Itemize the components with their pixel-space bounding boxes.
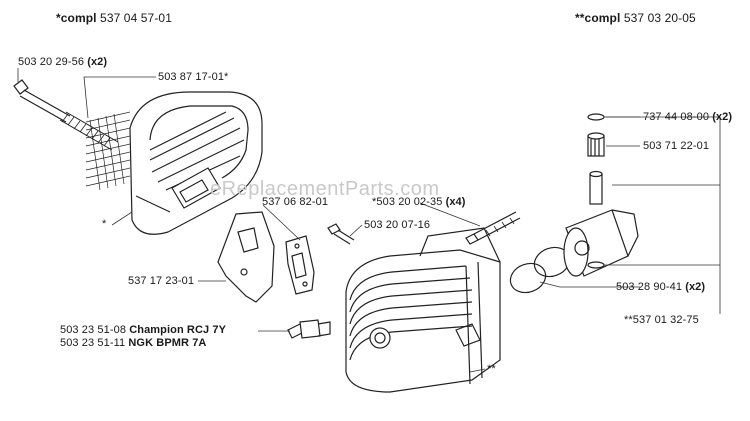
part-number: 503 20 29-56 xyxy=(18,56,85,68)
circlip-top-part xyxy=(587,113,605,121)
part-number: *503 20 02-35 xyxy=(372,196,443,208)
muffler-part xyxy=(129,91,263,235)
part-qty: (x2) xyxy=(87,56,108,68)
label-gasket: 537 06 82-01 xyxy=(262,196,328,209)
part-number: **537 01 32-75 xyxy=(624,314,699,326)
part-number: 503 20 07-16 xyxy=(364,219,431,231)
left-kit-prefix: *compl xyxy=(56,11,97,25)
label-muffler: 503 87 17-01* xyxy=(158,71,228,84)
label-screw-x2: 503 20 29-56 (x2) xyxy=(18,56,107,69)
label-piston-kit: **537 01 32-75 xyxy=(624,314,699,327)
cylinder-part xyxy=(345,227,501,393)
label-muffler-star: * xyxy=(102,218,107,230)
right-kit-prefix: **compl xyxy=(575,11,621,25)
long-screw-part xyxy=(13,79,119,151)
label-screw-x4: *503 20 02-35 (x4) xyxy=(372,196,466,209)
label-cylinder-star: ** xyxy=(487,363,496,375)
heat-shield-part xyxy=(85,111,131,191)
part-number: 737 44 08-00 xyxy=(643,111,710,123)
part-number: 503 28 90-41 xyxy=(616,281,683,293)
gasket-part xyxy=(285,235,315,295)
plug-brand: NGK BPMR 7A xyxy=(128,337,207,349)
label-bearing: 503 71 22-01 xyxy=(643,140,709,153)
left-kit-number: 537 04 57-01 xyxy=(100,11,172,25)
part-qty: (x4) xyxy=(445,196,466,208)
watermark-text: eReplacementParts.com xyxy=(210,178,440,200)
left-kit-header: *compl 537 04 57-01 xyxy=(56,12,172,25)
part-number: 503 23 51-11 xyxy=(60,337,126,349)
needle-bearing-part xyxy=(587,132,605,157)
part-number: 503 23 51-08 xyxy=(60,324,127,336)
bracket-part xyxy=(217,211,275,303)
stud-part xyxy=(327,223,355,245)
piston-pin-part xyxy=(589,170,603,205)
label-plug-champion: 503 23 51-08 Champion RCJ 7Y xyxy=(60,324,226,337)
label-rings: 503 28 90-41 (x2) xyxy=(616,281,705,294)
plug-brand: Champion RCJ 7Y xyxy=(129,324,227,336)
right-kit-header: **compl 537 03 20-05 xyxy=(575,12,696,25)
label-bracket: 537 17 23-01 xyxy=(128,275,194,288)
leader-lines xyxy=(17,68,721,373)
part-number: 503 71 22-01 xyxy=(643,140,710,152)
cylinder-screw-part xyxy=(465,211,521,245)
label-circlip: 737 44 08-00 (x2) xyxy=(643,111,732,124)
part-number: 537 17 23-01 xyxy=(128,275,195,287)
part-number: 537 06 82-01 xyxy=(262,196,329,208)
piston-part xyxy=(563,209,639,277)
part-qty: (x2) xyxy=(685,281,706,293)
label-plug-ngk: 503 23 51-11 NGK BPMR 7A xyxy=(60,337,206,350)
right-kit-number: 537 03 20-05 xyxy=(623,11,696,25)
spark-plug-part xyxy=(287,319,331,339)
part-qty: (x2) xyxy=(712,111,733,123)
label-stud: 503 20 07-16 xyxy=(364,219,430,232)
part-number: 503 87 17-01* xyxy=(158,71,229,83)
